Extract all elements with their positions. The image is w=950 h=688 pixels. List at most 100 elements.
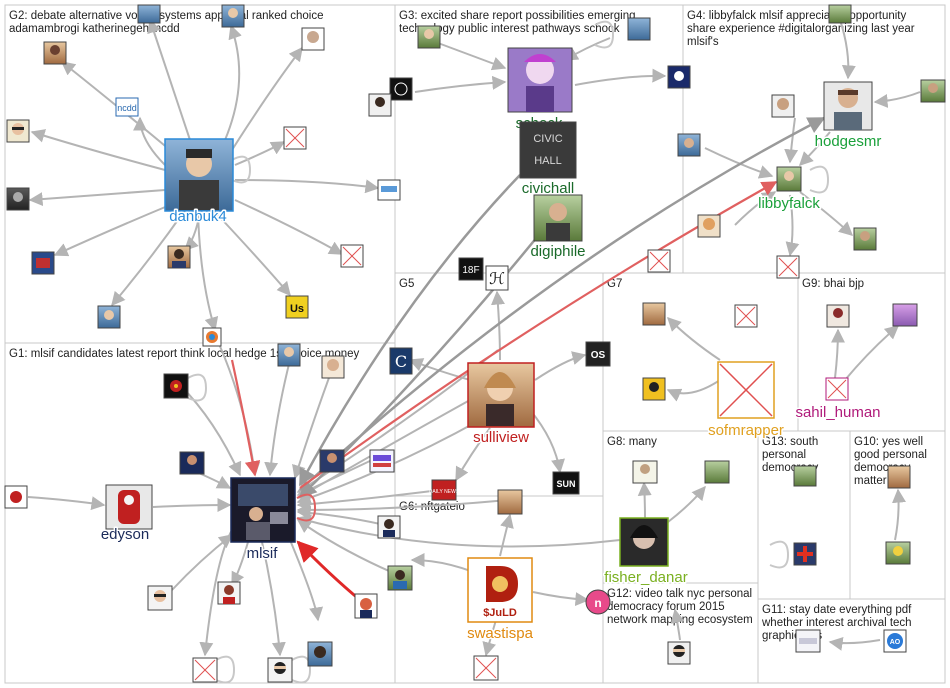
avatar-node[interactable] — [887, 465, 911, 489]
avatar-node[interactable] — [147, 585, 173, 611]
avatar-node[interactable] — [497, 489, 523, 515]
group-label-g13: G13: south — [762, 436, 818, 448]
avatar-node[interactable]: n — [585, 589, 611, 615]
avatar-node[interactable] — [179, 451, 205, 475]
ncdd-logo[interactable]: ncdd — [115, 97, 139, 117]
avatar-node[interactable] — [771, 94, 795, 118]
node-sulliview[interactable]: sulliview — [467, 362, 535, 448]
avatar-node[interactable] — [853, 227, 877, 251]
group-label-g5: G5 — [399, 278, 414, 290]
node-civichall[interactable]: CIVIC HALL civichall — [519, 121, 577, 199]
svg-text:SUN: SUN — [556, 479, 575, 489]
node-digiphile[interactable]: digiphile — [529, 194, 587, 262]
self-loop — [187, 373, 208, 402]
avatar-node[interactable] — [377, 179, 401, 201]
avatar-node[interactable] — [892, 303, 918, 327]
node-sofmrapper[interactable]: sofmrapper — [707, 361, 785, 441]
missing-image-icon[interactable] — [776, 255, 800, 279]
avatar-node[interactable] — [632, 460, 658, 484]
avatar-node[interactable] — [6, 119, 30, 143]
node-edyson[interactable]: edyson — [99, 484, 153, 545]
avatar-node[interactable]: C — [389, 347, 413, 375]
edge — [637, 481, 652, 519]
node-schock[interactable]: schock — [507, 47, 573, 134]
edge — [414, 75, 507, 93]
avatar-node[interactable] — [307, 641, 333, 667]
avatar-node[interactable] — [377, 515, 401, 539]
avatar-node[interactable] — [277, 343, 301, 367]
avatar-node[interactable] — [885, 541, 911, 565]
node-label-libbyfalck: libbyfalck — [758, 195, 820, 212]
edge — [491, 290, 505, 361]
avatar-node[interactable] — [417, 25, 441, 49]
avatar-node[interactable] — [369, 449, 395, 473]
edge — [296, 514, 621, 548]
avatar-node[interactable] — [793, 542, 817, 566]
node-label-swastispa: swastispa — [467, 625, 534, 642]
group-label-g3-line2: technology public interest pathways scho… — [399, 23, 620, 35]
node-swastispa[interactable]: $JuLD swastispa — [466, 557, 535, 644]
avatar-node[interactable] — [354, 593, 378, 619]
node-mlsif[interactable]: mlsif — [230, 477, 296, 564]
avatar-node[interactable] — [697, 214, 721, 238]
self-loop — [594, 20, 615, 49]
avatar-node[interactable] — [828, 4, 852, 24]
civic-hall-logo: CIVIC — [533, 133, 562, 145]
avatar-node[interactable] — [267, 657, 293, 683]
missing-image-icon[interactable] — [340, 244, 364, 268]
group-label-g1: G1: mlsif candidates latest report think… — [9, 348, 360, 360]
avatar-node[interactable] — [43, 41, 67, 65]
avatar-node[interactable] — [795, 629, 821, 653]
avatar-node[interactable] — [642, 377, 666, 401]
avatar-node[interactable] — [826, 304, 850, 328]
avatar-node[interactable] — [301, 27, 325, 51]
avatar-node[interactable] — [387, 565, 413, 591]
avatar-node[interactable] — [677, 133, 701, 157]
avatar-node[interactable] — [642, 302, 666, 326]
us-logo[interactable]: Us — [285, 295, 309, 319]
node-danbuk4[interactable]: danbuk4 — [164, 138, 234, 227]
avatar-node[interactable] — [202, 327, 222, 347]
missing-image-icon[interactable] — [647, 249, 671, 273]
avatar-node[interactable] — [793, 465, 817, 487]
edge — [298, 174, 521, 487]
avatar-node[interactable] — [97, 305, 121, 329]
node-hodgesmr[interactable]: hodgesmr — [813, 81, 883, 152]
avatar-node[interactable] — [137, 4, 161, 24]
ao-logo[interactable]: AO — [883, 629, 907, 653]
avatar-node[interactable] — [667, 65, 691, 89]
avatar-node[interactable] — [389, 77, 413, 101]
avatar-node[interactable] — [319, 449, 345, 473]
node-sahil-human[interactable]: sahil_human — [794, 377, 882, 423]
sun-logo[interactable]: SUN — [552, 471, 580, 495]
avatar-node[interactable] — [321, 355, 345, 379]
avatar-node[interactable]: ℋ — [485, 265, 509, 291]
daily-news-logo[interactable]: DAILY NEWS — [429, 479, 460, 501]
avatar-node[interactable] — [31, 251, 55, 275]
avatar-node[interactable] — [704, 460, 730, 484]
eighteen-f-logo[interactable]: 18F — [458, 257, 484, 281]
avatar-node[interactable] — [163, 373, 189, 399]
avatar-node[interactable] — [217, 581, 241, 605]
edge — [408, 358, 471, 381]
node-fisher-danar[interactable]: fisher_danar — [603, 517, 689, 588]
node-libbyfalck[interactable]: libbyfalck — [757, 166, 822, 214]
avatar-node[interactable] — [667, 641, 691, 665]
os-logo[interactable]: OS — [585, 341, 611, 367]
missing-image-icon[interactable] — [473, 655, 499, 681]
group-label-g2: G2: debate alternative voting systems ap… — [9, 10, 324, 22]
avatar-node[interactable] — [368, 93, 392, 117]
group-label-g12-line2: democracy forum 2015 — [607, 601, 725, 613]
avatar-node[interactable] — [167, 245, 191, 269]
node-label-edyson: edyson — [101, 526, 149, 543]
edge — [264, 359, 291, 477]
avatar-node[interactable] — [221, 4, 245, 28]
avatar-node[interactable] — [6, 187, 30, 211]
avatar-node[interactable] — [627, 17, 651, 41]
avatar-node[interactable] — [4, 485, 28, 509]
missing-image-icon[interactable] — [192, 657, 218, 683]
missing-image-icon[interactable] — [734, 304, 758, 328]
missing-image-icon[interactable] — [283, 126, 307, 150]
edge — [296, 399, 471, 499]
avatar-node[interactable] — [920, 79, 946, 103]
